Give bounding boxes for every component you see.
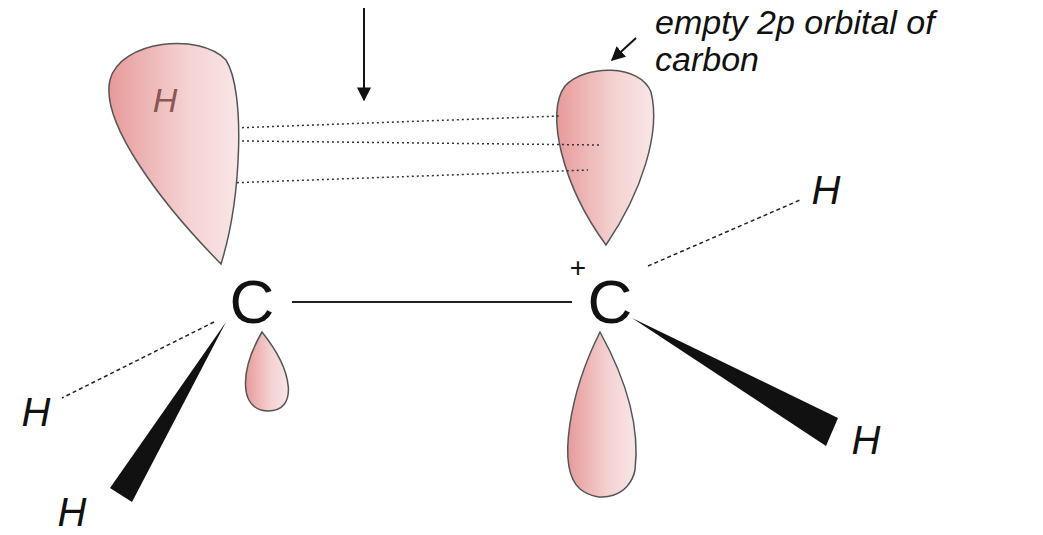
atom-label: H bbox=[153, 83, 178, 117]
orbital-lobe bbox=[245, 332, 288, 411]
atom-label: H bbox=[58, 492, 87, 532]
overlap-line bbox=[232, 116, 560, 128]
sigma-bond bbox=[292, 301, 572, 303]
wedge-bond bbox=[632, 318, 838, 446]
indicator-arrow bbox=[363, 8, 365, 100]
atom-label: H bbox=[852, 420, 881, 460]
atom-label: H bbox=[22, 392, 51, 432]
orbital-lobe: H bbox=[98, 28, 248, 270]
charge-sign: + bbox=[570, 254, 586, 282]
leader-arrow bbox=[612, 38, 636, 60]
orbital-lobe bbox=[557, 70, 654, 245]
atom-label: H bbox=[812, 170, 841, 210]
atom-label: C bbox=[230, 271, 275, 333]
dashed-bond bbox=[648, 200, 800, 266]
callout-text: empty 2p orbital of carbon bbox=[655, 4, 935, 77]
orbital-lobe bbox=[568, 332, 636, 497]
atom-label: C bbox=[588, 271, 633, 333]
wedge-bond bbox=[110, 322, 226, 502]
lobe-shape bbox=[109, 43, 239, 264]
lobe-outline bbox=[98, 28, 248, 270]
